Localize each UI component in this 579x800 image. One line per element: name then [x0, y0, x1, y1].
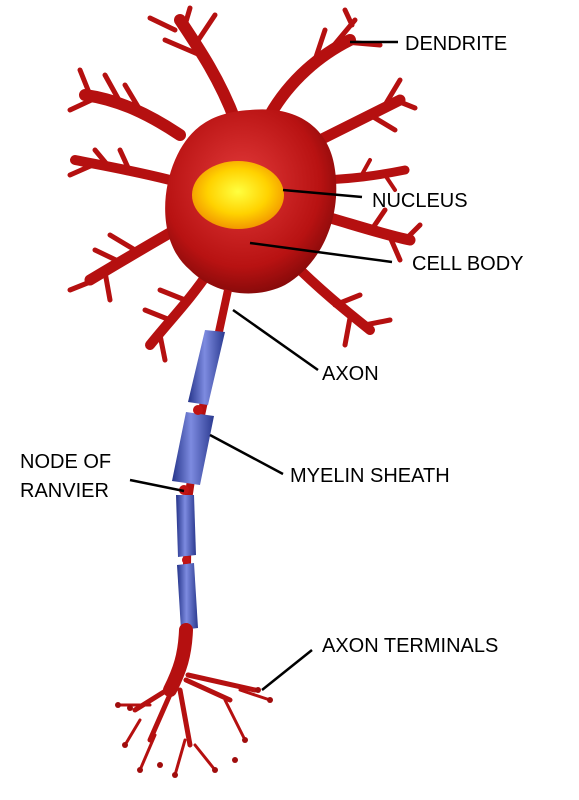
myelin-segment-2 [172, 412, 214, 485]
myelin-segment-4 [177, 563, 198, 630]
leader-cell-body [249, 241, 393, 264]
label-axon: AXON [322, 363, 379, 385]
leader-node [129, 478, 185, 493]
myelin-segment-1 [188, 330, 225, 405]
leader-myelin [209, 433, 284, 476]
label-nucleus: NUCLEUS [372, 190, 468, 212]
myelin-segments [172, 330, 225, 630]
label-cell-body: CELL BODY [412, 253, 524, 275]
label-axon-terminals: AXON TERMINALS [322, 635, 498, 657]
axon-terminals-shape [118, 623, 272, 777]
leader-nucleus [282, 188, 363, 199]
nucleus-shape [192, 161, 284, 229]
label-dendrite: DENDRITE [405, 33, 507, 55]
myelin-segment-3 [176, 495, 196, 557]
leader-lines [129, 40, 398, 691]
leader-axon [232, 308, 319, 372]
label-node-line2: RANVIER [20, 480, 109, 502]
terminal-buttons [115, 687, 273, 778]
leader-axon-terminals [261, 649, 313, 691]
label-node-line1: NODE OF [20, 451, 111, 473]
label-myelin-sheath: MYELIN SHEATH [290, 465, 450, 487]
